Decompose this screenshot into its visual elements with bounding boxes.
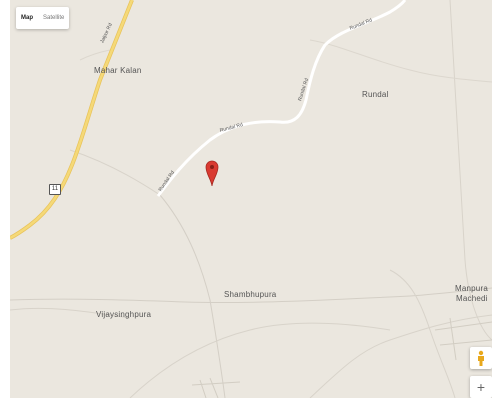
place-label-vijaysinghpura: Vijaysinghpura xyxy=(96,310,152,319)
place-label-shambhupura: Shambhupura xyxy=(224,290,277,299)
map-marker-pin[interactable] xyxy=(205,159,219,192)
place-label-mahar-kalan: Mahar Kalan xyxy=(94,66,142,75)
place-label-rundal: Rundal xyxy=(362,90,389,99)
highway-shield: 11 xyxy=(49,184,61,195)
pegman-icon xyxy=(478,350,484,366)
map-roads-layer xyxy=(10,0,492,398)
map-marker-icon xyxy=(205,160,219,187)
place-label-machedi: Machedi xyxy=(456,294,488,303)
place-label-manpura: Manpura xyxy=(455,284,488,293)
street-view-pegman-button[interactable] xyxy=(470,347,492,369)
map-type-control: Map Satellite xyxy=(16,7,70,29)
map-canvas[interactable]: Map Satellite Mahar Kalan Rundal Shambhu… xyxy=(10,0,492,398)
map-type-satellite-button[interactable]: Satellite xyxy=(43,15,65,21)
map-type-map-button[interactable]: Map xyxy=(21,15,33,21)
zoom-in-button[interactable]: + xyxy=(470,376,492,398)
